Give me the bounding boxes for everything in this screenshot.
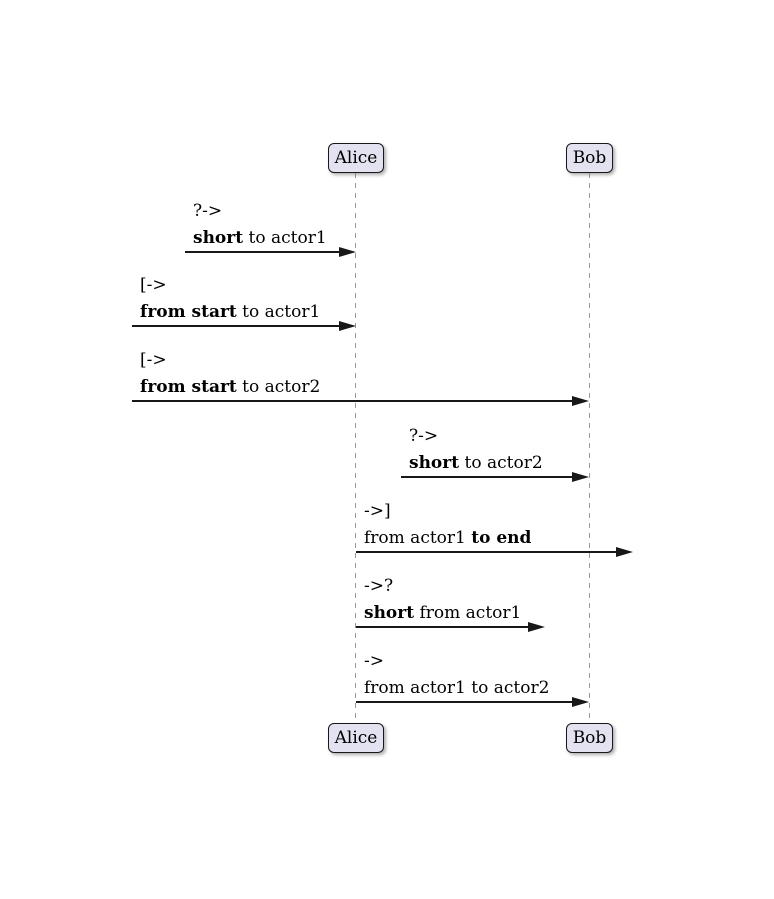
message-label: from actor1 to end [364,528,531,548]
actor-name: Bob [572,147,607,168]
message-arrowhead [616,546,633,557]
message-arrowhead [339,246,356,257]
message-operator-label: ?-> [193,201,223,221]
message-arrowhead [528,621,545,632]
actor-box-actor2-top: Bob [566,143,613,173]
message-arrow-line [401,476,575,478]
message-arrow-line [356,551,619,553]
message-arrowhead [339,320,356,331]
lifeline-actor2 [589,173,590,723]
message-operator-label: [-> [140,275,167,295]
lifeline-actor1 [355,173,356,723]
message-arrowhead [572,395,589,406]
actor-name: Alice [334,147,378,168]
message-operator-label: ?-> [409,426,439,446]
actor-box-actor1-top: Alice [328,143,384,173]
message-label-segment: from start [140,302,237,322]
message-label-segment: to actor2 [459,453,543,473]
message-arrow-line [356,701,575,703]
message-label: short from actor1 [364,603,521,623]
message-label: short to actor1 [193,228,327,248]
message-operator-label: -> [364,651,384,671]
message-label-segment: from actor1 to actor2 [364,678,550,698]
message-label-segment: short [409,453,460,473]
message-label: from start to actor2 [140,377,320,397]
message-label-segment: short [193,228,244,248]
actor-box-actor2-bottom: Bob [566,723,613,753]
message-label: short to actor2 [409,453,543,473]
message-label: from start to actor1 [140,302,320,322]
message-label-segment: to actor1 [236,302,321,322]
actor-name: Bob [572,727,607,748]
message-label-segment: from actor1 [414,603,522,623]
message-operator-label: ->] [364,501,391,521]
message-arrow-line [185,251,342,253]
message-arrow-line [356,626,531,628]
message-label-segment: from actor1 [364,528,472,548]
message-label-segment: to actor1 [243,228,327,248]
message-arrowhead [572,471,589,482]
message-arrowhead [572,696,589,707]
message-label-segment: short [364,603,415,623]
actor-name: Alice [334,727,378,748]
message-label-segment: to end [471,528,532,548]
message-label: from actor1 to actor2 [364,678,549,698]
message-operator-label: ->? [364,576,394,596]
message-arrow-line [132,400,575,402]
message-arrow-line [132,325,342,327]
message-label-segment: from start [140,377,237,397]
message-label-segment: to actor2 [236,377,321,397]
actor-box-actor1-bottom: Alice [328,723,384,753]
message-operator-label: [-> [140,350,167,370]
